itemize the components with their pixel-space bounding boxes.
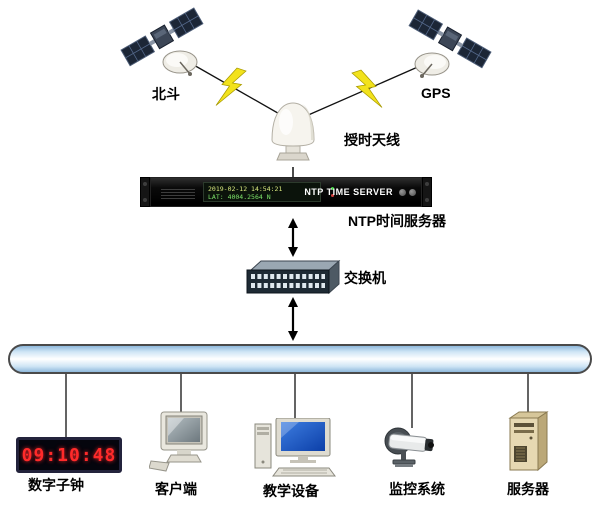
server-display-line1: 2019-02-12 14:54:21 [208, 185, 283, 193]
server-device-name: NTP TIME SERVER [304, 187, 393, 197]
beidou-antenna-line [191, 63, 284, 117]
timing-antenna-label: 授时天线 [344, 132, 400, 148]
ntp-server-label: NTP时间服务器 [348, 213, 446, 229]
server-knob [409, 189, 416, 196]
ntp-time-server-device: 2019-02-12 14:54:21 LAT: 4004.2564 N NTP… [140, 177, 432, 207]
server-knob [399, 189, 406, 196]
server-vent-grill [161, 187, 195, 199]
rack-ear-right [422, 177, 432, 207]
lightning-right-icon [351, 69, 383, 108]
network-switch-icon [246, 259, 341, 295]
teaching-computer-icon [254, 418, 336, 477]
server-lcd-display: 2019-02-12 14:54:21 LAT: 4004.2564 N [203, 182, 321, 202]
monitoring-system-label: 监控系统 [389, 481, 445, 497]
gps-label: GPS [421, 85, 451, 101]
clock-time: 09:10:48 [21, 444, 117, 466]
server-tower-icon [508, 411, 549, 472]
server-led-green [331, 187, 334, 190]
digital-clock-device: 09:10:48 [16, 437, 122, 473]
client-label: 客户端 [155, 481, 197, 497]
rack-ear-left [140, 177, 150, 207]
teaching-equipment-label: 教学设备 [263, 483, 319, 499]
client-monitor-icon [149, 411, 208, 472]
gps-satellite-icon [408, 9, 492, 78]
beidou-satellite-icon [120, 7, 204, 76]
server-front-panel: 2019-02-12 14:54:21 LAT: 4004.2564 N NTP… [150, 177, 422, 207]
cctv-camera-icon [384, 427, 434, 467]
switch-label: 交换机 [344, 270, 386, 286]
server-label: 服务器 [507, 481, 549, 497]
server-display-line2: LAT: 4004.2564 N [208, 193, 271, 201]
switch-bus-arrow [288, 297, 298, 341]
timing-antenna-icon [271, 102, 315, 161]
digital-clock-label: 数字子钟 [28, 477, 84, 493]
network-bus [8, 344, 592, 374]
server-switch-arrow [288, 218, 298, 257]
beidou-label: 北斗 [152, 86, 180, 102]
server-led-red [331, 194, 334, 197]
lightning-left-icon [215, 67, 247, 106]
